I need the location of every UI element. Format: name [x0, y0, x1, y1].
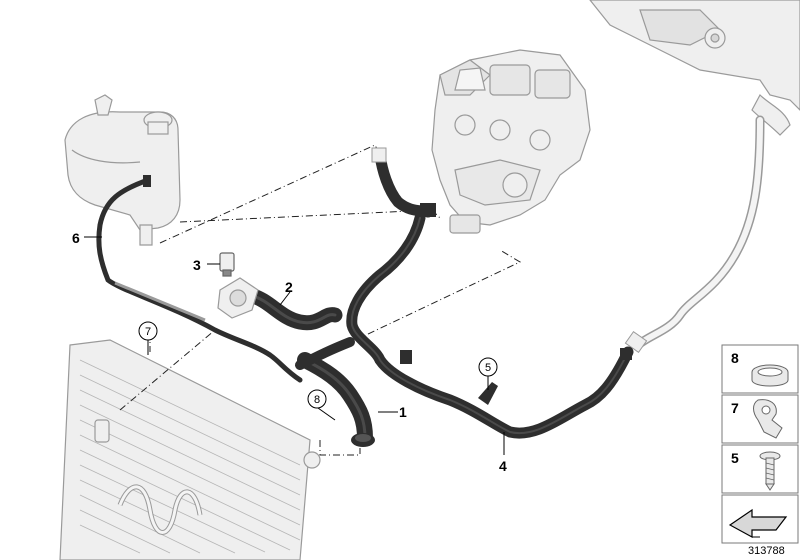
callout-5: 5: [485, 362, 491, 374]
hose-1: [297, 352, 375, 447]
callout-circle-8: 8: [307, 389, 327, 409]
leader-lines: [84, 236, 505, 455]
intake-manifold: [589, 0, 800, 136]
callout-4: 4: [499, 458, 507, 474]
callout-3: 3: [193, 257, 201, 273]
hose-2-connector: [217, 277, 259, 319]
legend-number-5: 5: [731, 450, 739, 466]
part-3-sensor: [219, 252, 235, 277]
direction-arrow-icon: [728, 508, 788, 539]
callout-2: 2: [285, 279, 293, 295]
callout-circle-5: 5: [478, 357, 498, 377]
radiator: [59, 339, 321, 560]
hose-2: [242, 287, 343, 331]
hose-clamp-icon: [751, 364, 789, 387]
callout-7: 7: [145, 326, 151, 338]
callout-circle-7: 7: [138, 321, 158, 341]
callout-6: 6: [72, 230, 80, 246]
hose-6: [96, 175, 303, 383]
callout-1: 1: [399, 404, 407, 420]
hose-4: [295, 147, 634, 439]
expansion-tank: [64, 94, 181, 246]
metal-return-pipe: [624, 115, 765, 354]
callout-8: 8: [314, 394, 320, 406]
screw-icon: [759, 451, 781, 491]
engine-block: [431, 49, 591, 234]
parts-legend: 8 7 5: [721, 344, 799, 544]
legend-box-5: [721, 444, 799, 494]
diagram-id: 313788: [748, 545, 785, 557]
pipe-clip-icon: [753, 399, 783, 439]
legend-number-8: 8: [731, 350, 739, 366]
clip-5: [478, 382, 498, 405]
legend-number-7: 7: [731, 400, 739, 416]
